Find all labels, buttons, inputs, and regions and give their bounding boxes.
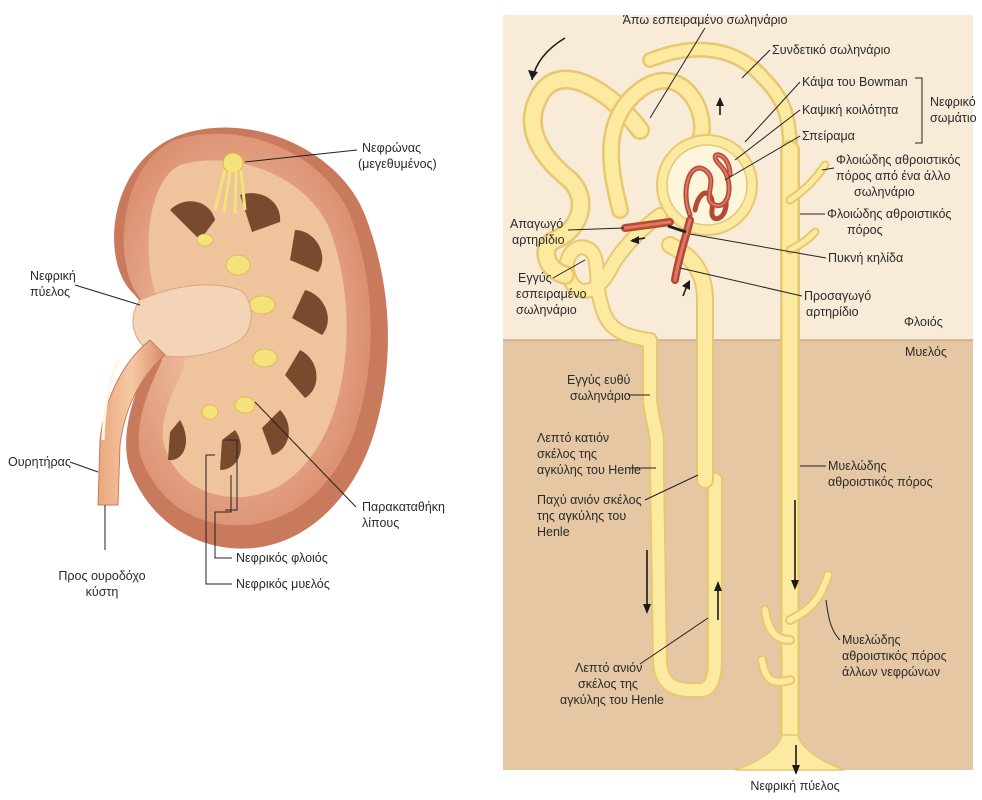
- svg-text:κύστη: κύστη: [86, 585, 119, 599]
- svg-text:(μεγεθυμένος): (μεγεθυμένος): [358, 157, 437, 171]
- svg-text:πόρος: πόρος: [847, 223, 883, 237]
- svg-text:πύελος: πύελος: [30, 285, 70, 299]
- svg-text:αρτηρίδιο: αρτηρίδιο: [512, 233, 565, 247]
- label-cortical-duct: Φλοιώδης αθροιστικός: [827, 207, 951, 221]
- svg-text:αρτηρίδιο: αρτηρίδιο: [806, 305, 859, 319]
- label-macula-densa: Πυκνή κηλίδα: [828, 251, 903, 265]
- svg-text:αθροιστικός πόρος: αθροιστικός πόρος: [842, 649, 947, 663]
- svg-text:άλλων νεφρώνων: άλλων νεφρώνων: [842, 665, 940, 679]
- svg-text:σωληνάριο: σωληνάριο: [516, 303, 577, 317]
- label-fat-deposit: Παρακαταθήκη: [362, 500, 445, 514]
- svg-text:σωμάτιο: σωμάτιο: [930, 111, 977, 125]
- svg-text:σωληνάριο: σωληνάριο: [570, 389, 631, 403]
- svg-text:πόρος από ένα άλλο: πόρος από ένα άλλο: [836, 169, 950, 183]
- svg-text:λίπους: λίπους: [362, 516, 399, 530]
- svg-text:αθροιστικός πόρος: αθροιστικός πόρος: [828, 475, 933, 489]
- svg-text:σκέλος της: σκέλος της: [578, 677, 638, 691]
- label-glomerulus: Σπείραμα: [802, 129, 855, 143]
- svg-text:εσπειραμένο: εσπειραμένο: [516, 287, 587, 301]
- svg-text:σωληνάριο: σωληνάριο: [854, 185, 915, 199]
- label-renal-corpuscle: Νεφρικό: [930, 95, 976, 109]
- svg-text:αγκύλης του Henle: αγκύλης του Henle: [537, 463, 641, 477]
- label-medullary-duct: Μυελώδης: [828, 459, 887, 473]
- svg-text:αγκύλης του Henle: αγκύλης του Henle: [560, 693, 664, 707]
- capsular-space-shape: [667, 145, 747, 225]
- label-proximal-straight: Εγγύς ευθύ: [567, 373, 631, 387]
- label-renal-pelvis: Νεφρική: [30, 269, 76, 283]
- label-cortical-duct-other: Φλοιώδης αθροιστικός: [836, 153, 960, 167]
- label-renal-pelvis-bottom: Νεφρική πύελος: [750, 779, 839, 793]
- label-connecting-tubule: Συνδετικό σωληνάριο: [772, 43, 890, 57]
- svg-text:της αγκύλης του: της αγκύλης του: [537, 509, 626, 523]
- label-afferent-arteriole: Προσαγωγό: [804, 289, 871, 303]
- label-renal-cortex: Νεφρικός φλοιός: [236, 551, 328, 565]
- label-efferent-arteriole: Απαγωγό: [510, 217, 563, 231]
- label-ureter: Ουρητήρας: [8, 455, 71, 469]
- label-to-bladder: Προς ουροδόχο: [58, 569, 145, 583]
- label-renal-medulla: Νεφρικός μυελός: [236, 577, 330, 591]
- label-thin-ascending: Λεπτό ανιόν: [575, 661, 642, 675]
- label-nephron-enlarged: Νεφρώνας: [362, 141, 421, 155]
- svg-text:σκέλος της: σκέλος της: [537, 447, 597, 461]
- label-thin-descending: Λεπτό κατιόν: [537, 431, 609, 445]
- kidney-illustration: [98, 127, 388, 548]
- label-medullary-duct-other: Μυελώδης: [842, 633, 901, 647]
- label-proximal-tubule: Εγγύς: [518, 271, 552, 285]
- label-thick-ascending: Παχύ ανιόν σκέλος: [537, 493, 642, 507]
- label-bowman-capsule: Κάψα του Bowman: [802, 75, 908, 89]
- label-distal-tubule: Άπω εσπειραμένο σωληνάριο: [623, 13, 788, 27]
- label-capsular-space: Καψική κοιλότητα: [802, 103, 898, 117]
- svg-text:Henle: Henle: [537, 525, 570, 539]
- label-medulla-zone: Μυελός: [905, 345, 947, 359]
- label-cortex-zone: Φλοιός: [904, 315, 943, 329]
